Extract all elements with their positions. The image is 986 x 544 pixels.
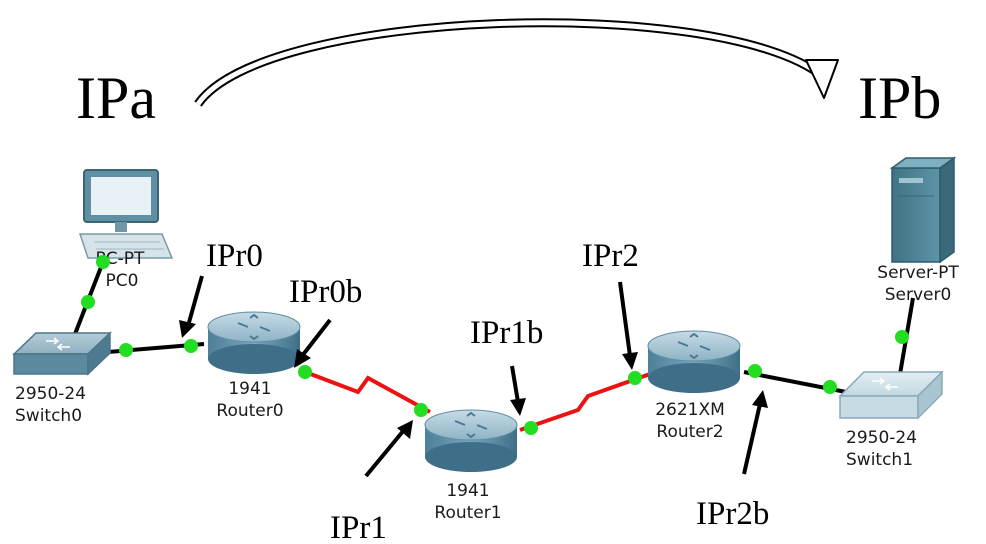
arrow-icon [179,275,204,338]
arrow-icon [510,365,526,416]
router0-model-label: 1941 [228,379,271,399]
ip-label-router0-wan: IPr0b [289,274,362,310]
ip-label-router1-out: IPr1b [470,315,543,351]
server0-model-label: Server-PT [877,263,959,283]
router1-name-label: Router1 [434,503,501,523]
server0-name-label: Server0 [885,285,952,305]
arrow-icon [364,420,413,478]
link-up-dot [119,343,133,357]
ip-label-router2-lan: IPr2b [696,496,769,532]
link-status-dots [81,255,909,435]
switch-icon[interactable] [838,370,944,420]
server-icon[interactable] [889,156,957,264]
serial-link-router1-router2 [519,372,651,432]
pointer-arrows [179,275,768,478]
router-icon[interactable] [647,330,741,393]
router2-model-label: 2621XM [655,400,725,420]
arrow-icon [742,390,768,475]
flow-arrow-icon [194,18,839,107]
link-up-dot [414,403,428,417]
pc-icon[interactable] [78,169,174,259]
ip-label-router2-wan: IPr2 [582,238,639,274]
switch1-name-label: Switch1 [846,450,913,470]
pc0-name-label: PC0 [106,271,139,291]
link-up-dot [628,371,642,385]
source-endpoint-label: IPa [76,65,156,131]
link-up-dot [96,255,110,269]
link-up-dot [895,330,909,344]
link-up-dot [524,421,538,435]
router-icon[interactable] [424,409,518,472]
arrow-icon [294,318,332,368]
arrow-icon [618,281,638,370]
switch1-model-label: 2950-24 [846,428,917,448]
switch0-model-label: 2950-24 [15,384,86,404]
link-up-dot [81,295,95,309]
router-icon[interactable] [207,311,301,374]
serial-link-router0-router1 [299,368,431,414]
link-up-dot [298,365,312,379]
router1-model-label: 1941 [446,481,489,501]
link-up-dot [748,364,762,378]
link-up-dot [823,380,837,394]
link-up-dot [184,339,198,353]
destination-endpoint-label: IPb [858,65,941,131]
router2-name-label: Router2 [656,422,723,442]
ip-label-router0-lan: IPr0 [206,238,263,274]
switch-icon[interactable] [12,331,112,376]
switch0-name-label: Switch0 [15,406,82,426]
router0-name-label: Router0 [216,401,283,421]
ip-label-router1-in: IPr1 [330,510,387,544]
